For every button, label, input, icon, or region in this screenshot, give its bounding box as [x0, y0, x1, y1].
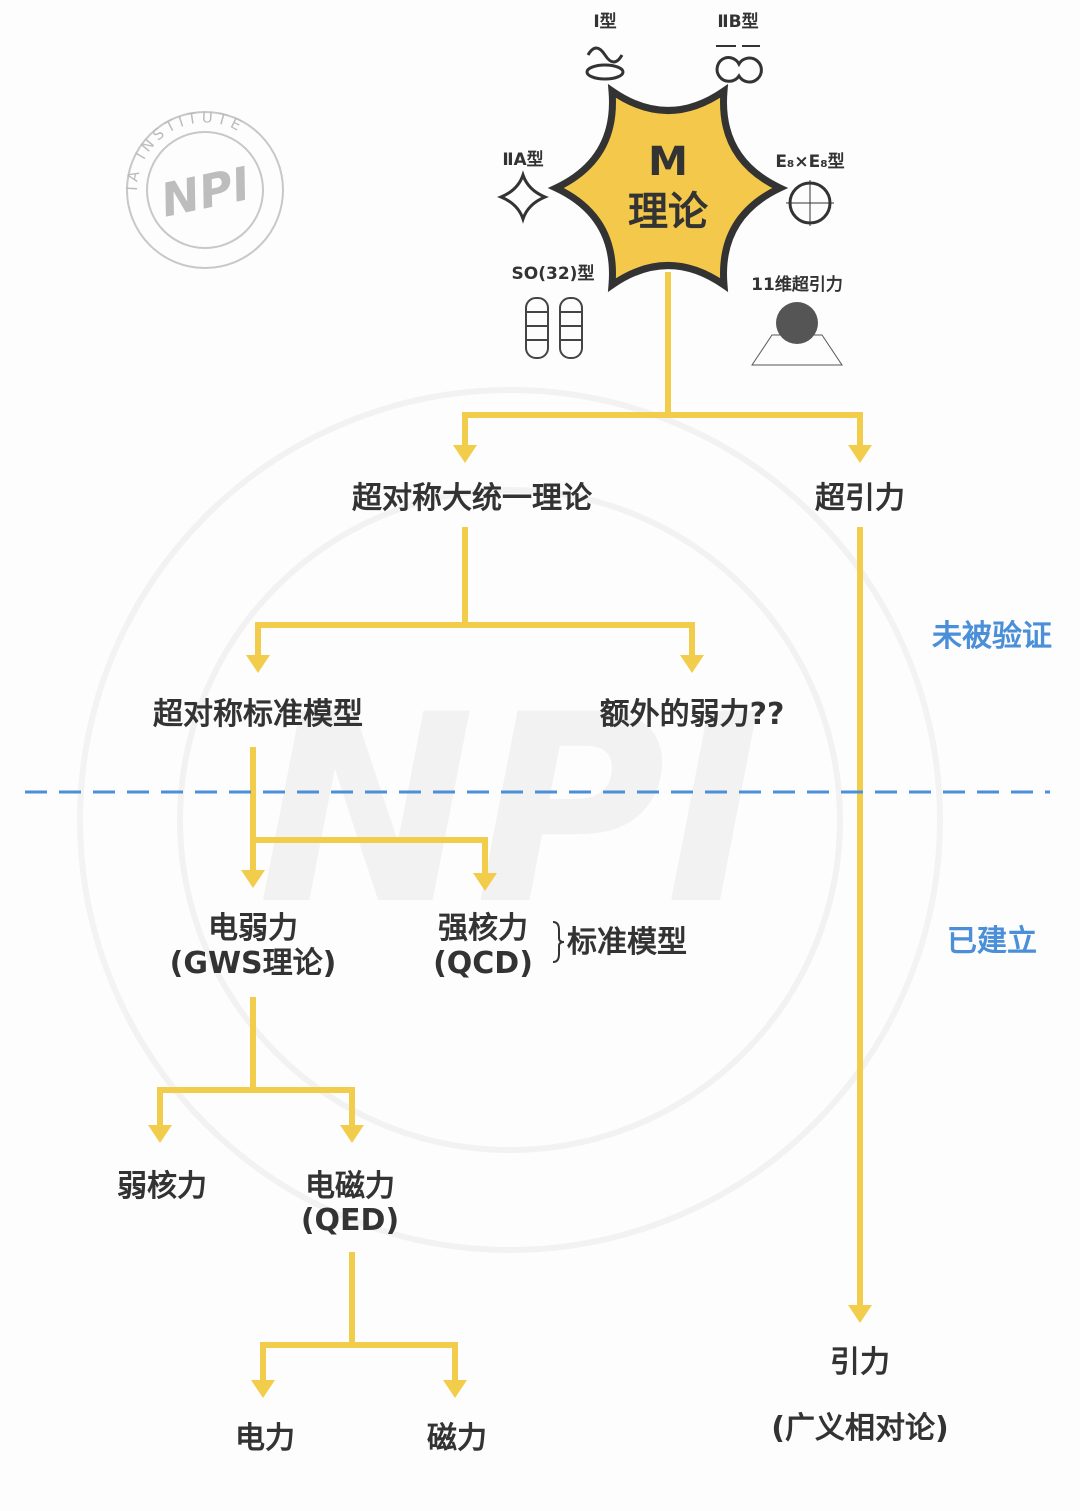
- node-electroweak-sub: (GWS理论): [170, 946, 337, 981]
- node-gravity-sub: (广义相对论): [771, 1411, 948, 1446]
- node-electromagnetic: 电磁力: [305, 1169, 395, 1204]
- brace-icon: [552, 921, 565, 963]
- node-supergravity: 超引力: [815, 481, 905, 516]
- label-so32: SO(32)型: [512, 263, 595, 284]
- node-electroweak: 电弱力: [208, 911, 298, 946]
- arrowhead-icon: [453, 445, 477, 463]
- node-gravity: 引力: [830, 1345, 890, 1380]
- node-susy-gut: 超对称大统一理论: [352, 481, 593, 516]
- arrowhead-icon: [148, 1125, 172, 1143]
- label-type-iia: ⅡA型: [502, 149, 543, 170]
- so32-icon: [525, 297, 583, 359]
- zone-label-established: 已建立: [947, 924, 1037, 959]
- node-standard-model: 标准模型: [567, 925, 687, 960]
- arrowhead-icon: [848, 1305, 872, 1323]
- e8xe8-icon: [786, 180, 834, 226]
- connector-lines: [148, 272, 872, 1398]
- svg-text:NPI: NPI: [156, 156, 255, 227]
- label-type-iib: ⅡB型: [717, 11, 758, 32]
- node-electric: 电力: [235, 1421, 295, 1456]
- node-magnetic: 磁力: [427, 1421, 487, 1456]
- zone-label-unverified: 未被验证: [932, 619, 1052, 654]
- m-theory-star: M 理论: [547, 83, 789, 293]
- node-extra-weak-force: 额外的弱力??: [600, 697, 785, 732]
- node-strong: 强核力: [438, 911, 528, 946]
- arrowhead-icon: [246, 655, 270, 673]
- root-label-theory: 理论: [628, 189, 709, 235]
- type-iib-icon: [715, 45, 763, 84]
- arrowhead-icon: [241, 870, 265, 888]
- arrowhead-icon: [340, 1125, 364, 1143]
- type-i-icon: [585, 46, 625, 81]
- arrowhead-icon: [680, 655, 704, 673]
- earth-spacetime-icon: [751, 302, 843, 366]
- svg-text:NPI: NPI: [258, 660, 763, 962]
- arrowhead-icon: [443, 1380, 467, 1398]
- arrowhead-icon: [251, 1380, 275, 1398]
- npi-logo: NEW PRINCIPIA INSTITUTE NPI: [0, 0, 284, 269]
- root-label-m: M: [648, 139, 688, 185]
- node-mssm: 超对称标准模型: [153, 697, 363, 732]
- label-e8xe8: E₈×E₈型: [775, 151, 844, 172]
- node-strong-sub: (QCD): [433, 946, 533, 981]
- label-11d-supergravity: 11维超引力: [751, 274, 843, 295]
- node-weak: 弱核力: [117, 1169, 207, 1204]
- label-type-i: Ⅰ型: [593, 11, 616, 32]
- node-electromagnetic-sub: (QED): [301, 1203, 399, 1238]
- background-watermark: NPI: [77, 387, 943, 1253]
- arrowhead-icon: [473, 873, 497, 891]
- arrowhead-icon: [848, 445, 872, 463]
- type-iia-icon: [497, 170, 549, 224]
